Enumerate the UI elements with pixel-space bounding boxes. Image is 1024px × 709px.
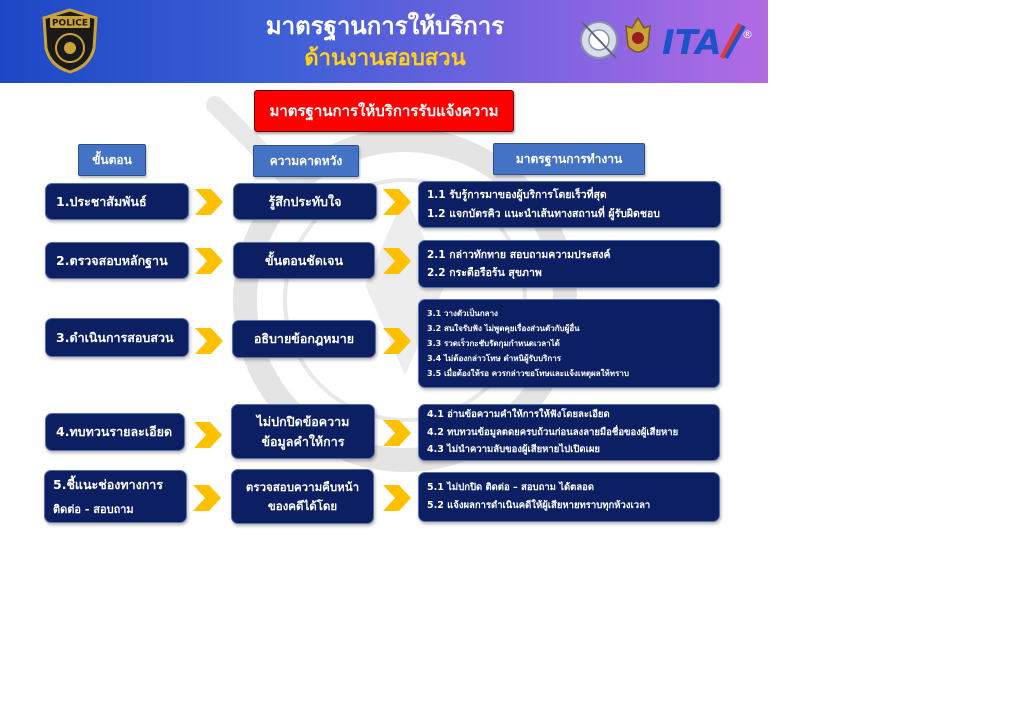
standard-box-4: 4.1 อ่านข้อความคำให้การให้ฟังโดยละเอียด … xyxy=(418,404,720,461)
standard-item: 2.2 กระตือรือร้น สุขภาพ xyxy=(427,267,542,279)
svg-text:®: ® xyxy=(742,28,753,41)
expectation-label: ข้อมูลคำให้การ xyxy=(261,433,345,449)
expectation-box-3: อธิบายข้อกฎหมาย xyxy=(232,320,376,358)
standard-box-2: 2.1 กล่าวทักทาย สอบถามความประสงค์ 2.2 กร… xyxy=(418,240,720,288)
standard-item: 4.3 ไม่นำความลับของผู้เสียหายไปเปิดเผย xyxy=(427,444,600,456)
expectation-label: ตรวจสอบความคืบหน้า xyxy=(245,480,360,495)
standard-item: 1.2 แจกบัตรคิว แนะนำเส้นทางสถานที่ ผู้รั… xyxy=(427,207,660,220)
standard-box-3: 3.1 วางตัวเป็นกลาง 3.2 สนใจรับฟัง ไม่พูด… xyxy=(418,299,720,388)
standard-item: 3.1 วางตัวเป็นกลาง xyxy=(427,308,498,318)
chevron-arrow-icon xyxy=(195,328,223,354)
royal-crest-icon xyxy=(625,16,651,53)
header-banner: POLICE มาตรฐานการให้บริการ ด้านงานสอบสวน… xyxy=(0,0,768,83)
step-box-5: 5.ชี้แนะช่องทางการ ติดต่อ - สอบถาม xyxy=(44,470,187,523)
standard-item: 4.2 ทบทวนข้อมูลตดยครบถ้วนก่อนลงลายมือชื่… xyxy=(427,426,679,438)
step-box-1: 1.ประชาสัมพันธ์ xyxy=(45,183,189,220)
expectation-label: ของคดีได้โดย xyxy=(267,498,338,513)
step-label: 2.ตรวจสอบหลักฐาน xyxy=(56,252,168,268)
police-badge-icon: POLICE xyxy=(42,8,98,74)
banner-subtitle: ด้านงานสอบสวน xyxy=(304,46,466,71)
standard-item: 3.4 ไม่ต้องกล่าวโทษ ตำหนิผู้รับบริการ xyxy=(427,354,562,364)
expectation-label: อธิบายข้อกฎหมาย xyxy=(253,331,355,346)
expectation-box-4: ไม่ปกปิดข้อความ ข้อมูลคำให้การ xyxy=(231,404,375,459)
step-label: 4.ทบทวนรายละเอียด xyxy=(56,424,173,439)
step-box-4: 4.ทบทวนรายละเอียด xyxy=(45,413,185,451)
step-label: 5.ชี้แนะช่องทางการ xyxy=(53,477,164,492)
standard-item: 2.1 กล่าวทักทาย สอบถามความประสงค์ xyxy=(427,248,611,261)
standard-box-5: 5.1 ไม่ปกปิด ติดต่อ – สอบถาม ได้ตลอด 5.2… xyxy=(418,472,720,522)
chevron-arrow-icon xyxy=(195,189,223,215)
svg-text:POLICE: POLICE xyxy=(52,19,88,29)
chevron-arrow-icon xyxy=(383,248,411,274)
expectation-box-5: ตรวจสอบความคืบหน้า ของคดีได้โดย xyxy=(231,469,374,524)
step-box-2: 2.ตรวจสอบหลักฐาน xyxy=(45,242,189,279)
standard-item: 3.3 รวดเร็วกะชับรัดกุมกำหนดเวลาได้ xyxy=(427,338,560,348)
standard-box-1: 1.1 รับรู้การมาของผู้บริการโดยเร็วที่สุด… xyxy=(418,181,721,228)
expectation-label: รู้สึกประทับใจ xyxy=(268,193,342,209)
standard-item: 1.1 รับรู้การมาของผู้บริการโดยเร็วที่สุด xyxy=(427,189,607,202)
svg-text:ITA: ITA xyxy=(662,23,722,62)
standard-item: 5.1 ไม่ปกปิด ติดต่อ – สอบถาม ได้ตลอด xyxy=(427,481,595,493)
chevron-arrow-icon xyxy=(193,485,221,511)
column-header-standard: มาตรฐานการทำงาน xyxy=(493,143,645,175)
column-header-expectation: ความคาดหวัง xyxy=(253,145,359,177)
step-box-3: 3.ดำเนินการสอบสวน xyxy=(45,318,189,357)
chevron-arrow-icon xyxy=(195,248,223,274)
standard-item: 3.2 สนใจรับฟัง ไม่พูดคุยเรื่องส่วนตัวกับ… xyxy=(427,323,580,333)
column-header-step: ขั้นตอน xyxy=(78,144,146,176)
standard-item: 5.2 แจ้งผลการดำเนินคดีให้ผู้เสียหายทราบท… xyxy=(427,500,651,511)
banner-title: มาตรฐานการให้บริการ xyxy=(265,12,505,40)
standard-item: 4.1 อ่านข้อความคำให้การให้ฟังโดยละเอียด xyxy=(427,409,610,421)
expectation-label: ขั้นตอนชัดเจน xyxy=(264,252,343,268)
step-sublabel: ติดต่อ - สอบถาม xyxy=(53,503,134,516)
standard-item: 3.5 เมื่อต้องให้รอ ควรกล่าวขอโทษและแจ้งเ… xyxy=(427,369,629,379)
expectation-box-1: รู้สึกประทับใจ xyxy=(233,183,377,220)
chevron-arrow-icon xyxy=(383,328,411,354)
step-label: 1.ประชาสัมพันธ์ xyxy=(56,193,147,209)
seal-emblem-icon xyxy=(580,21,618,59)
expectation-label: ไม่ปกปิดข้อความ xyxy=(256,413,350,429)
chevron-arrow-icon xyxy=(383,189,411,215)
chevron-arrow-icon xyxy=(383,485,411,511)
expectation-box-2: ขั้นตอนชัดเจน xyxy=(233,242,375,279)
main-title: มาตรฐานการให้บริการรับแจ้งความ xyxy=(254,90,514,132)
chevron-arrow-icon xyxy=(383,420,411,446)
itax-logo: ITA ® xyxy=(662,22,753,62)
chevron-arrow-icon xyxy=(194,422,222,448)
step-label: 3.ดำเนินการสอบสวน xyxy=(56,329,174,345)
